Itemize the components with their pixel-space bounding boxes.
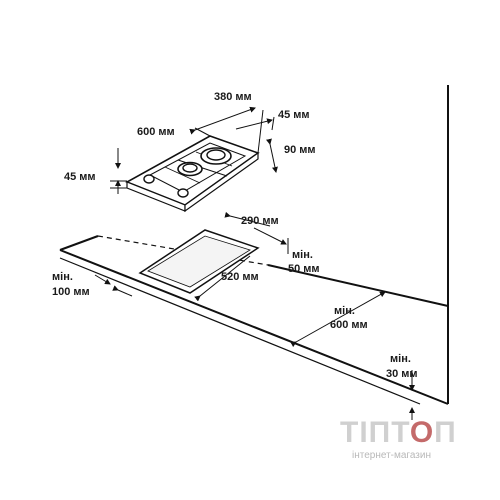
burner-small <box>177 161 203 177</box>
control-knobs <box>143 174 189 198</box>
label-520: 520 мм <box>221 271 259 283</box>
label-380: 380 мм <box>214 91 252 103</box>
cutout <box>138 229 260 294</box>
label-min-b: мін. <box>52 271 73 283</box>
label-45-top: 45 мм <box>278 109 310 121</box>
store-tagline: інтернет-магазин <box>352 450 432 461</box>
label-min-50: 50 мм <box>288 263 320 275</box>
label-600-depth: 600 мм <box>137 126 175 138</box>
burner-large <box>200 147 232 165</box>
logo-accent: О <box>409 416 435 449</box>
label-min-30: 30 мм <box>386 368 418 380</box>
store-logo: ТІПТОП <box>340 416 457 450</box>
dimension-lines <box>94 106 415 420</box>
label-min-d: мін. <box>390 353 411 365</box>
label-min-a: мін. <box>292 249 313 261</box>
gas-hob <box>125 135 260 213</box>
label-290: 290 мм <box>241 215 279 227</box>
label-90: 90 мм <box>284 144 316 156</box>
logo-suffix: П <box>434 416 457 449</box>
countertop <box>59 235 449 405</box>
label-min-c: мін. <box>334 305 355 317</box>
label-45-height: 45 мм <box>64 171 96 183</box>
label-min-100: 100 мм <box>52 286 90 298</box>
label-min-600: 600 мм <box>330 319 368 331</box>
logo-prefix: ТІПТ <box>340 416 410 449</box>
